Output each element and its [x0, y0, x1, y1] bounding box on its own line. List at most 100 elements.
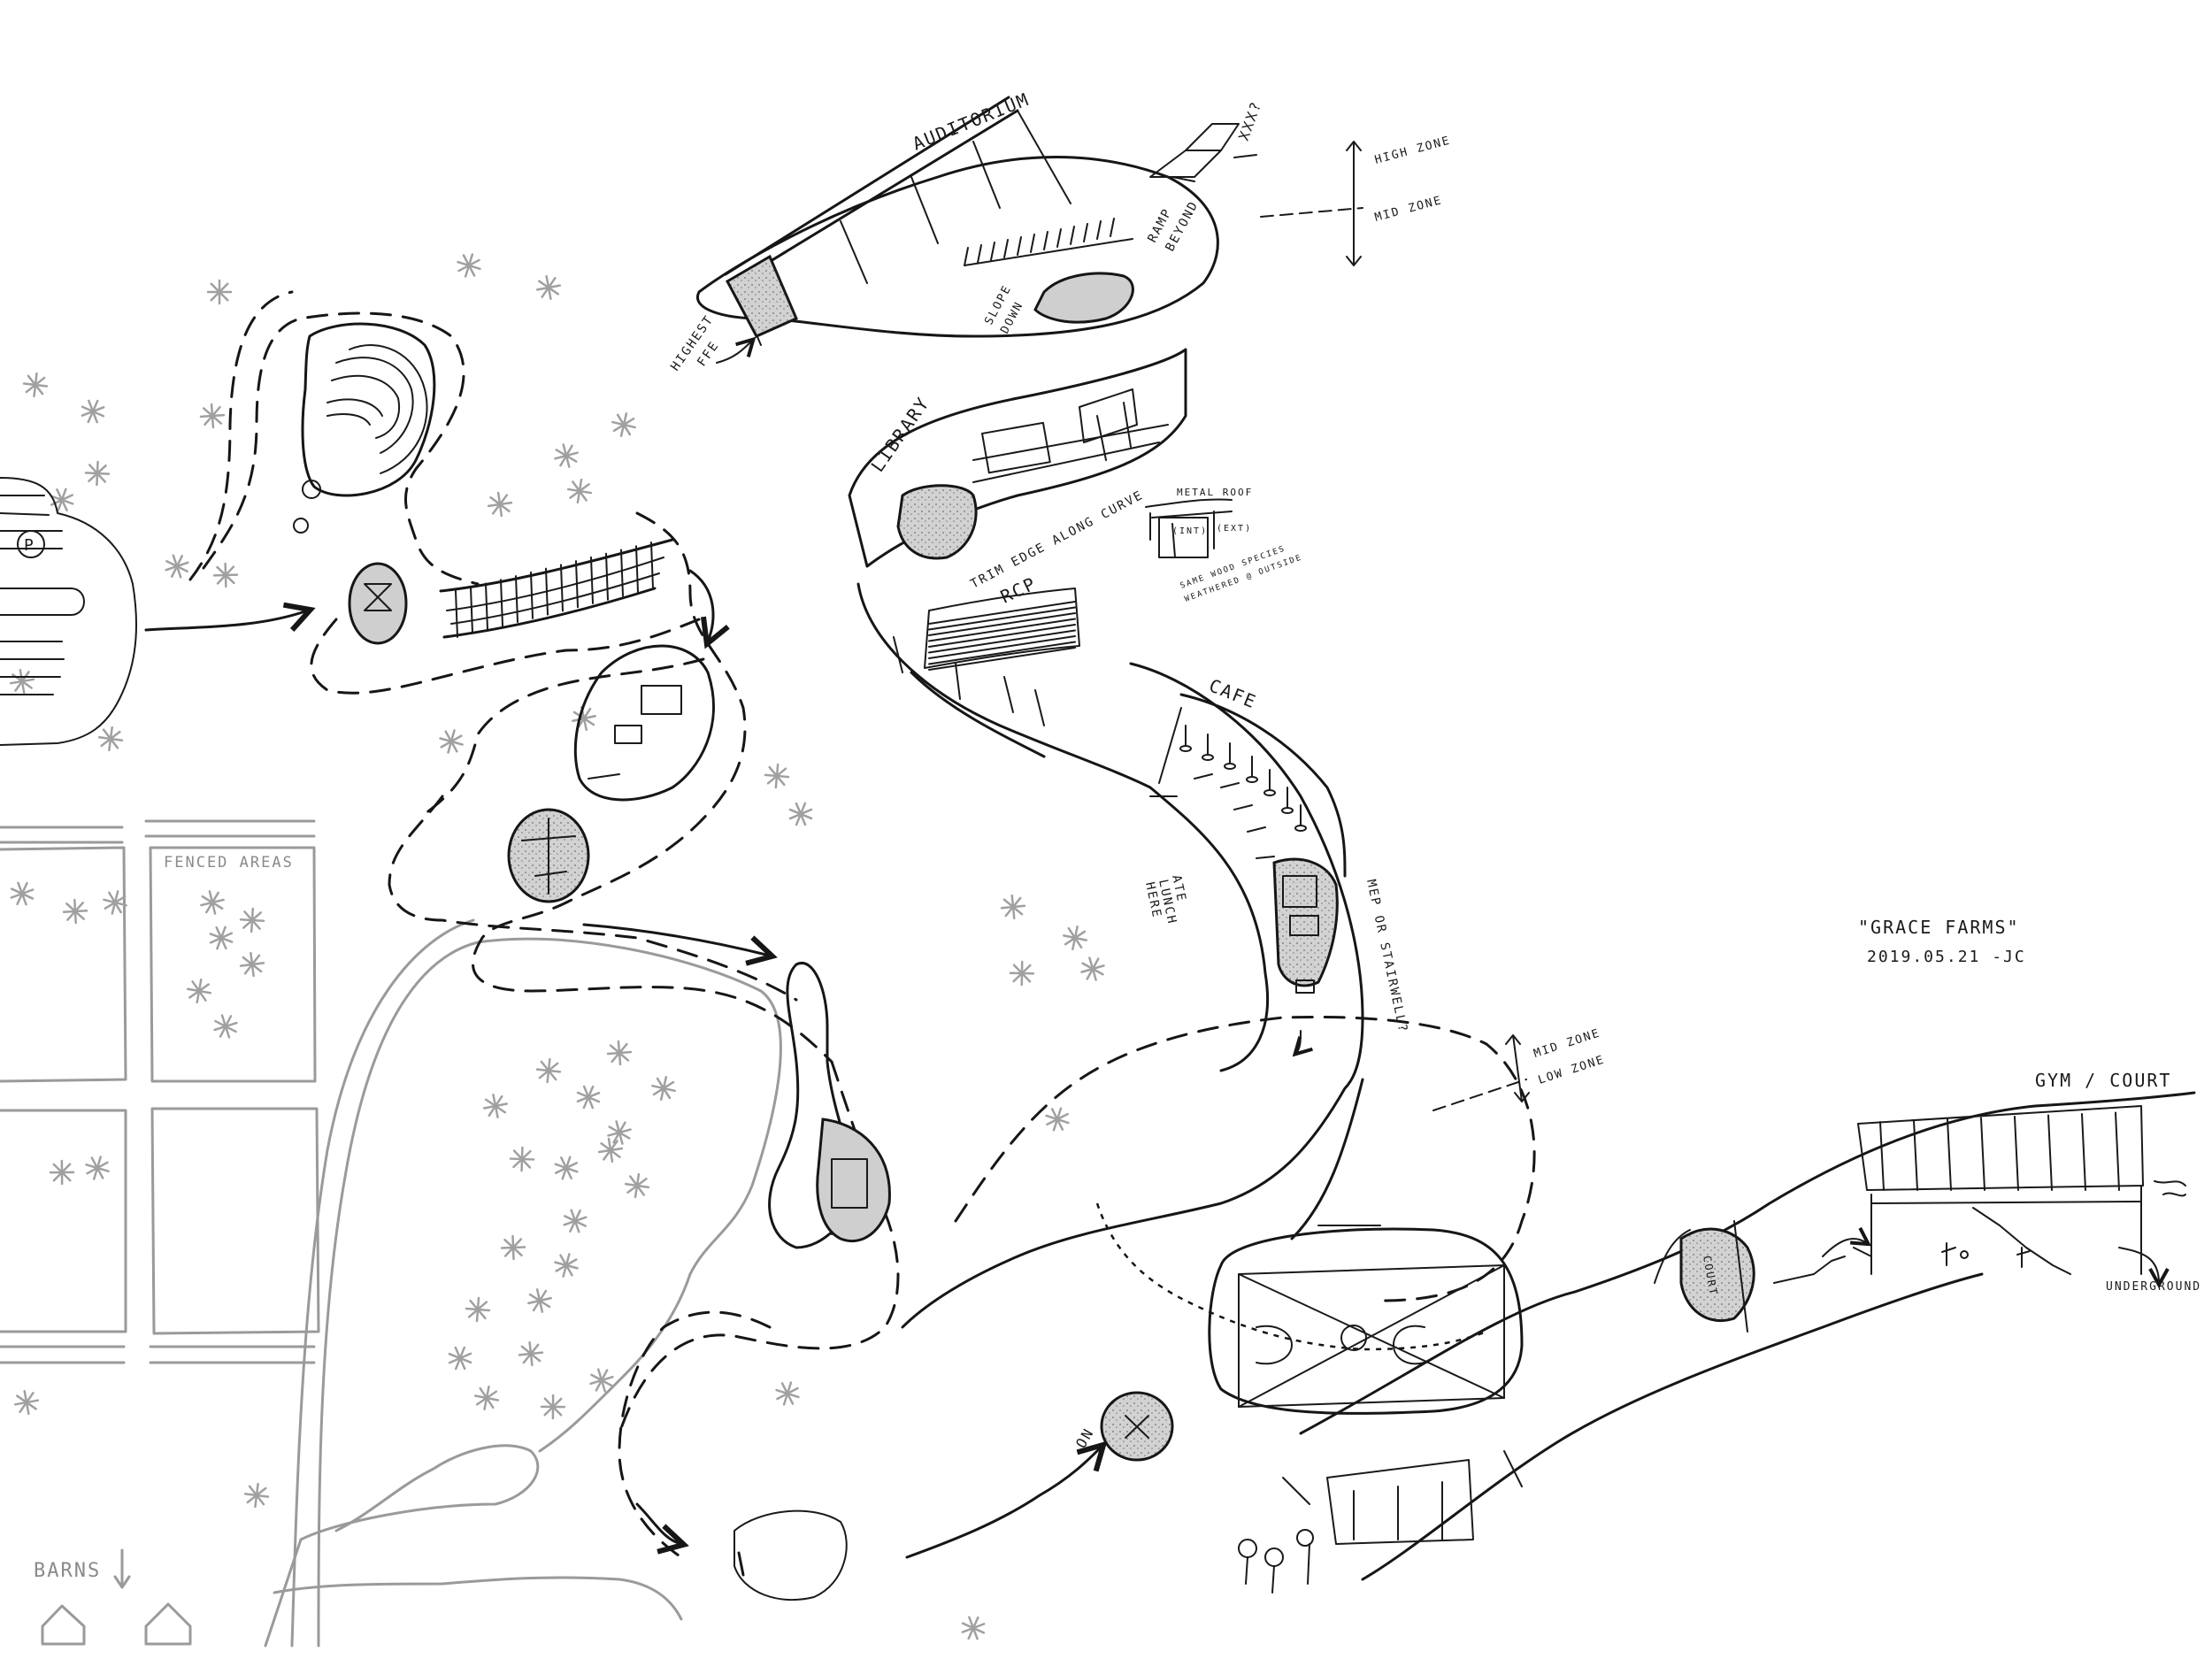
zone-label-mid-top: MID ZONE: [1373, 194, 1444, 225]
tree-icon: [554, 1156, 579, 1180]
fence-line: [0, 826, 124, 844]
tree-icon: [563, 1209, 588, 1233]
fenced-field: [149, 846, 317, 1083]
rcp-label: RCP: [997, 572, 1040, 608]
lower-section: [1238, 1450, 1523, 1594]
tree-icon: [165, 554, 189, 579]
barn-icon: [41, 1604, 86, 1646]
tree-icon: [457, 253, 481, 278]
fenced-field: [0, 1109, 127, 1333]
room-label-library: LIBRARY: [866, 393, 933, 476]
tree-icon: [1045, 1107, 1070, 1132]
tree-icon: [775, 1381, 800, 1406]
tree-icon: [764, 763, 790, 789]
fenced-areas-label: FENCED AREAS: [164, 854, 294, 872]
tree-icon: [576, 1085, 601, 1110]
tree-icon: [572, 706, 596, 731]
tree-icon: [624, 1172, 650, 1199]
tree-icon: [961, 1616, 986, 1640]
tree-icon: [213, 1014, 238, 1039]
tree-icon: [13, 1389, 40, 1416]
tree-icon: [186, 978, 212, 1004]
sketch-title: "GRACE FARMS": [1858, 917, 2020, 938]
flow-arrows: [582, 341, 1301, 1544]
tree-icon: [527, 1288, 552, 1313]
tree-icon: [518, 1340, 544, 1367]
underground-label: UNDERGROUND: [2106, 1280, 2201, 1294]
zone-label-mid-bottom: MID ZONE: [1532, 1026, 1602, 1061]
on-label: ON: [1072, 1425, 1097, 1451]
arrow-down-icon: [113, 1548, 131, 1589]
room-label-cafe: CAFE: [1206, 674, 1260, 712]
ramp-beyond-label-2: BEYOND: [1163, 198, 1202, 254]
bridge: [439, 538, 674, 639]
zone-marker-bottom: [1432, 1034, 1530, 1111]
trees: [9, 253, 1105, 1640]
roof-detail-sketch: [1145, 498, 1233, 558]
room-label-gym: GYM / COURT: [2035, 1070, 2171, 1091]
tree-icon: [606, 1040, 633, 1066]
tree-icon: [487, 491, 513, 518]
fence-line: [149, 1345, 316, 1364]
tree-icon: [448, 1346, 472, 1371]
barn-icon: [144, 1602, 192, 1646]
tree-icon: [199, 403, 226, 429]
tree-icon: [482, 1093, 509, 1119]
tree-icon: [439, 729, 464, 754]
tree-icon: [243, 1482, 270, 1509]
tree-icon: [589, 1368, 614, 1393]
parking-icon: [17, 530, 45, 558]
tree-icon: [239, 951, 265, 978]
ate-lunch-label: ATE: [1169, 874, 1188, 904]
fenced-field: [0, 846, 127, 1083]
tree-icon: [540, 1394, 566, 1420]
site-context: BARNS FENCED AREAS: [0, 819, 782, 1647]
tree-icon: [1009, 960, 1035, 987]
tree-icon: [200, 890, 225, 915]
tree-icon: [554, 1253, 579, 1278]
meadow-boundary: [317, 937, 782, 1647]
tree-icon: [84, 460, 111, 487]
zone-marker-top: [1260, 141, 1363, 266]
site-road: [264, 1444, 540, 1647]
tree-icon: [9, 668, 35, 695]
mep-label: MEP OR STAIRWELL?: [1363, 879, 1410, 1035]
zone-label-low: LOW ZONE: [1537, 1053, 1607, 1087]
tree-icon: [22, 372, 49, 398]
tree-icon: [239, 907, 265, 933]
tree-icon: [1080, 956, 1105, 981]
parking-lot: P: [0, 477, 308, 746]
tree-icon: [62, 898, 88, 925]
fenced-field: [150, 1107, 320, 1335]
court-pavilion: ON: [905, 1225, 1524, 1559]
tree-icon: [651, 1076, 676, 1101]
tree-icon: [85, 1156, 110, 1180]
metal-roof-label: METAL ROOF: [1177, 487, 1253, 498]
cafe-section: [1149, 693, 1347, 994]
tree-icon: [97, 726, 124, 752]
tree-icon: [473, 1385, 500, 1411]
tree-icon: [1063, 926, 1087, 950]
ext-label: (EXT): [1217, 524, 1252, 534]
tree-icon: [597, 1137, 624, 1164]
parking-label: P: [24, 536, 35, 555]
tree-icon: [81, 399, 105, 424]
tree-icon: [607, 1120, 632, 1145]
site-road: [273, 1576, 683, 1621]
pavilion-four: [733, 1509, 848, 1601]
tree-icon: [103, 890, 127, 915]
tree-icon: [788, 802, 813, 826]
tree-icon: [554, 443, 579, 468]
tree-icon: [206, 279, 233, 305]
tree-icon: [10, 881, 35, 906]
int-label: (INT): [1172, 526, 1208, 536]
tree-icon: [209, 926, 234, 950]
sketch-date: 2019.05.21 -JC: [1867, 948, 2026, 966]
barns-label: BARNS: [34, 1560, 101, 1582]
tree-icon: [535, 274, 562, 301]
tree-icon: [535, 1057, 562, 1084]
meadow-boundary: [290, 918, 475, 1647]
tree-icon: [1000, 894, 1026, 920]
auditorium-pavilion: [293, 322, 436, 645]
